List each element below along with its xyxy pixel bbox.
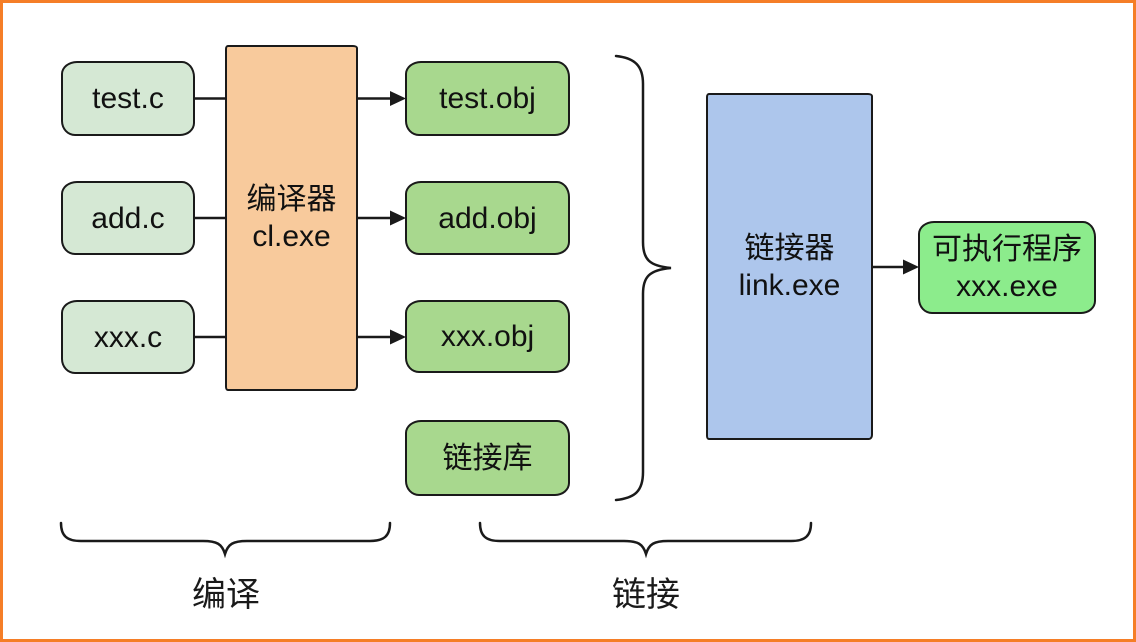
arrowhead-icon (903, 259, 919, 275)
linker-box: 链接器 link.exe (706, 93, 873, 440)
executable-title: 可执行程序 (932, 232, 1082, 266)
underbrace-compile (59, 521, 392, 559)
object-file-label: xxx.obj (440, 320, 535, 353)
linker-subtitle: link.exe (738, 268, 841, 302)
source-file-label: add.c (91, 201, 165, 235)
source-file-box-add-c: add.c (61, 181, 195, 255)
underbrace-link (478, 521, 813, 559)
executable-subtitle: xxx.exe (956, 269, 1058, 303)
stage-label-compile: 编译 (192, 576, 260, 614)
source-file-label: xxx.c (93, 320, 163, 354)
compiler-title: 编译器 (246, 183, 337, 216)
compiler-box: 编译器 cl.exe (225, 45, 358, 391)
object-file-label: test.obj (439, 82, 536, 115)
executable-box: 可执行程序 xxx.exe (918, 221, 1096, 314)
arrowhead-icon (390, 210, 406, 226)
arrowhead-icon (390, 91, 406, 106)
brace-object-group (614, 54, 672, 502)
library-label: 链接库 (442, 441, 533, 475)
connector-layer (59, 54, 919, 559)
arrowhead-icon (390, 329, 406, 345)
object-file-box-xxx-obj: xxx.obj (405, 300, 570, 373)
stage-label-link: 链接 (612, 576, 680, 614)
source-file-label: test.c (92, 82, 164, 115)
source-file-box-xxx-c: xxx.c (61, 300, 195, 374)
library-box: 链接库 (405, 420, 570, 496)
object-file-label: add.obj (438, 201, 537, 235)
source-file-box-test-c: test.c (61, 61, 195, 136)
compiler-subtitle: cl.exe (252, 220, 331, 253)
object-file-box-test-obj: test.obj (405, 61, 570, 136)
object-file-box-add-obj: add.obj (405, 181, 570, 255)
linker-title: 链接器 (744, 231, 835, 265)
